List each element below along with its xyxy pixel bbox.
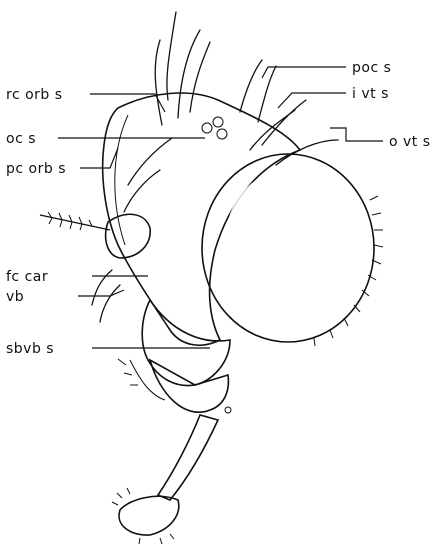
label-fc-car: fc car <box>6 269 48 285</box>
leader-o-vt-s <box>330 127 383 142</box>
head-capsule <box>101 92 302 346</box>
proboscis <box>111 358 232 545</box>
label-poc-s: poc s <box>352 60 391 76</box>
label-sbvb-s: sbvb s <box>6 341 54 357</box>
label-i-vt-s: i vt s <box>352 86 389 102</box>
palpus <box>117 358 166 401</box>
head-illustration <box>39 11 384 545</box>
antenna <box>39 211 151 259</box>
leader-vb <box>78 289 125 297</box>
ocellar-triangle <box>201 116 228 140</box>
label-rc-orb-s: rc orb s <box>6 87 63 103</box>
leader-poc-s <box>261 66 346 79</box>
label-o-vt-s: o vt s <box>389 134 431 150</box>
leader-rc-orb-s <box>90 93 166 113</box>
leader-pc-orb-s <box>80 147 119 169</box>
leader-i-vt-s <box>277 92 346 109</box>
bristles <box>91 11 339 323</box>
leader-lines <box>58 66 383 349</box>
label-oc-s: oc s <box>6 131 36 147</box>
compound-eye <box>201 153 375 343</box>
eye-margin-hairs <box>313 195 384 347</box>
eye-highlight <box>226 172 342 304</box>
label-pc-orb-s: pc orb s <box>6 161 66 177</box>
label-vb: vb <box>6 289 24 305</box>
parafacial-ridge <box>114 114 129 246</box>
